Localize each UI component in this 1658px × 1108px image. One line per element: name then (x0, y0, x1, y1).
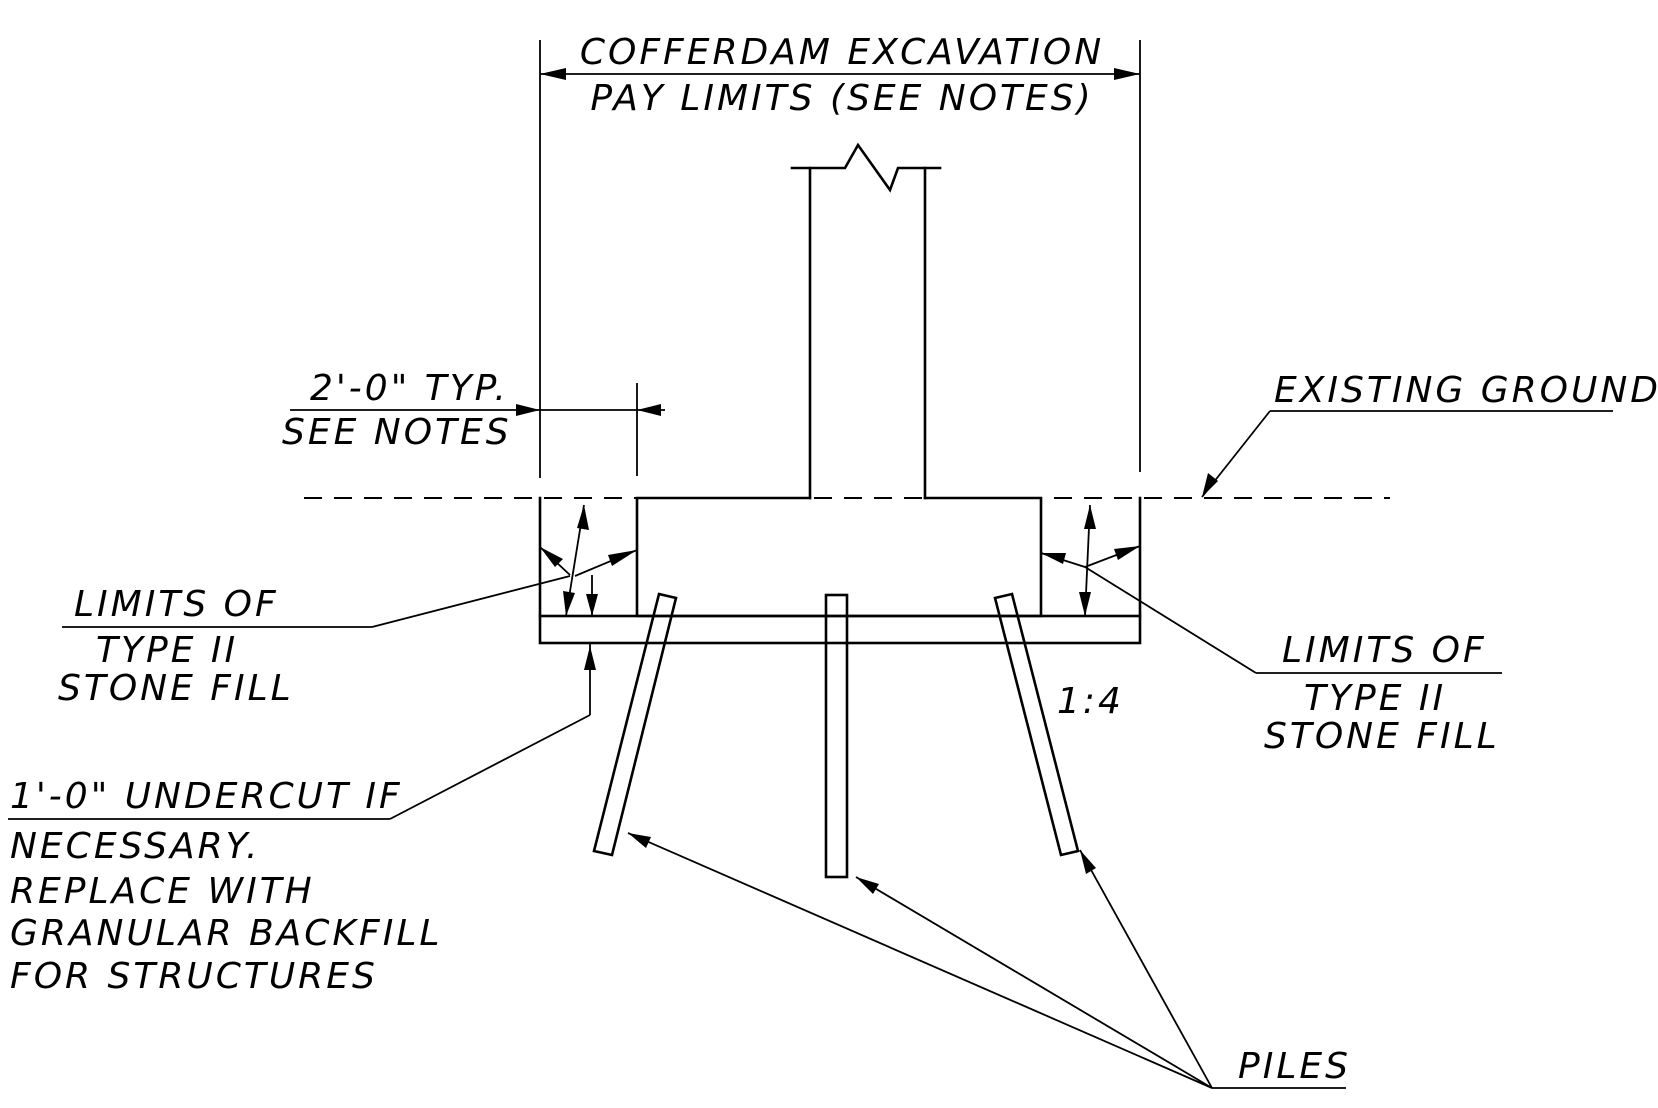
right-stone-arrow-2 (1114, 546, 1140, 560)
undercut-line4: GRANULAR BACKFILL (10, 913, 442, 954)
left-stone-arrow-3 (577, 505, 589, 530)
limits-left-line1: LIMITS OF (74, 584, 279, 625)
limits-right-line1: LIMITS OF (1282, 630, 1487, 671)
typ-arrow-right (637, 404, 661, 416)
limits-right-line3: STONE FILL (1264, 716, 1500, 757)
footing-outline (635, 496, 1043, 618)
limits-right-leader (1084, 566, 1257, 674)
piles-arrow-center (856, 877, 879, 894)
piles-leader-center (855, 876, 1213, 1089)
cofferdam-label-line2: PAY LIMITS (SEE NOTES) (590, 78, 1093, 119)
existing-ground-label: EXISTING GROUND (1274, 370, 1658, 411)
right-stone-arrow-1 (1041, 553, 1066, 564)
undercut-leader-diagonal (389, 714, 591, 820)
left-stone-arrow-5 (586, 594, 598, 616)
left-stone-arrow-2 (608, 550, 637, 566)
piles-label: PILES (1238, 1046, 1351, 1087)
pier-stem-break-line (790, 142, 942, 193)
limits-left-leader (371, 575, 571, 628)
pile-left (592, 592, 678, 857)
undercut-line3: REPLACE WITH (10, 871, 315, 912)
left-stone-arrow-1 (540, 547, 563, 567)
limits-right-line2: TYPE II (1304, 678, 1446, 719)
undercut-arrow (584, 646, 596, 670)
undercut-line2: NECESSARY. (10, 826, 260, 867)
right-stone-arrow-4 (1079, 592, 1091, 616)
piles-leader-left (627, 832, 1213, 1089)
typ-label-line2: SEE NOTES (282, 412, 512, 453)
undercut-layer (538, 614, 1142, 645)
pile-right (993, 592, 1080, 857)
right-stone-arrow-3 (1084, 505, 1096, 529)
pay-limit-arrow-left (540, 68, 566, 80)
typ-label-line1: 2'-0" TYP. (310, 368, 509, 409)
batter-label: 1:4 (1057, 681, 1124, 722)
undercut-line1: 1'-0" UNDERCUT IF (10, 776, 403, 817)
left-stone-arrow-4 (563, 591, 575, 616)
undercut-line5: FOR STRUCTURES (10, 956, 378, 997)
typ-arrow-left (516, 404, 540, 416)
limits-left-line3: STONE FILL (58, 668, 294, 709)
piles-leader-right (1079, 849, 1213, 1089)
existing-ground-arrow (1202, 473, 1218, 497)
piles-arrow-left (628, 833, 651, 848)
cofferdam-label-line1: COFFERDAM EXCAVATION (580, 32, 1104, 73)
piles-arrow-right (1080, 850, 1096, 874)
pile-center (824, 593, 849, 879)
limits-left-line2: TYPE II (96, 630, 238, 671)
pay-limit-arrow-right (1114, 68, 1140, 80)
